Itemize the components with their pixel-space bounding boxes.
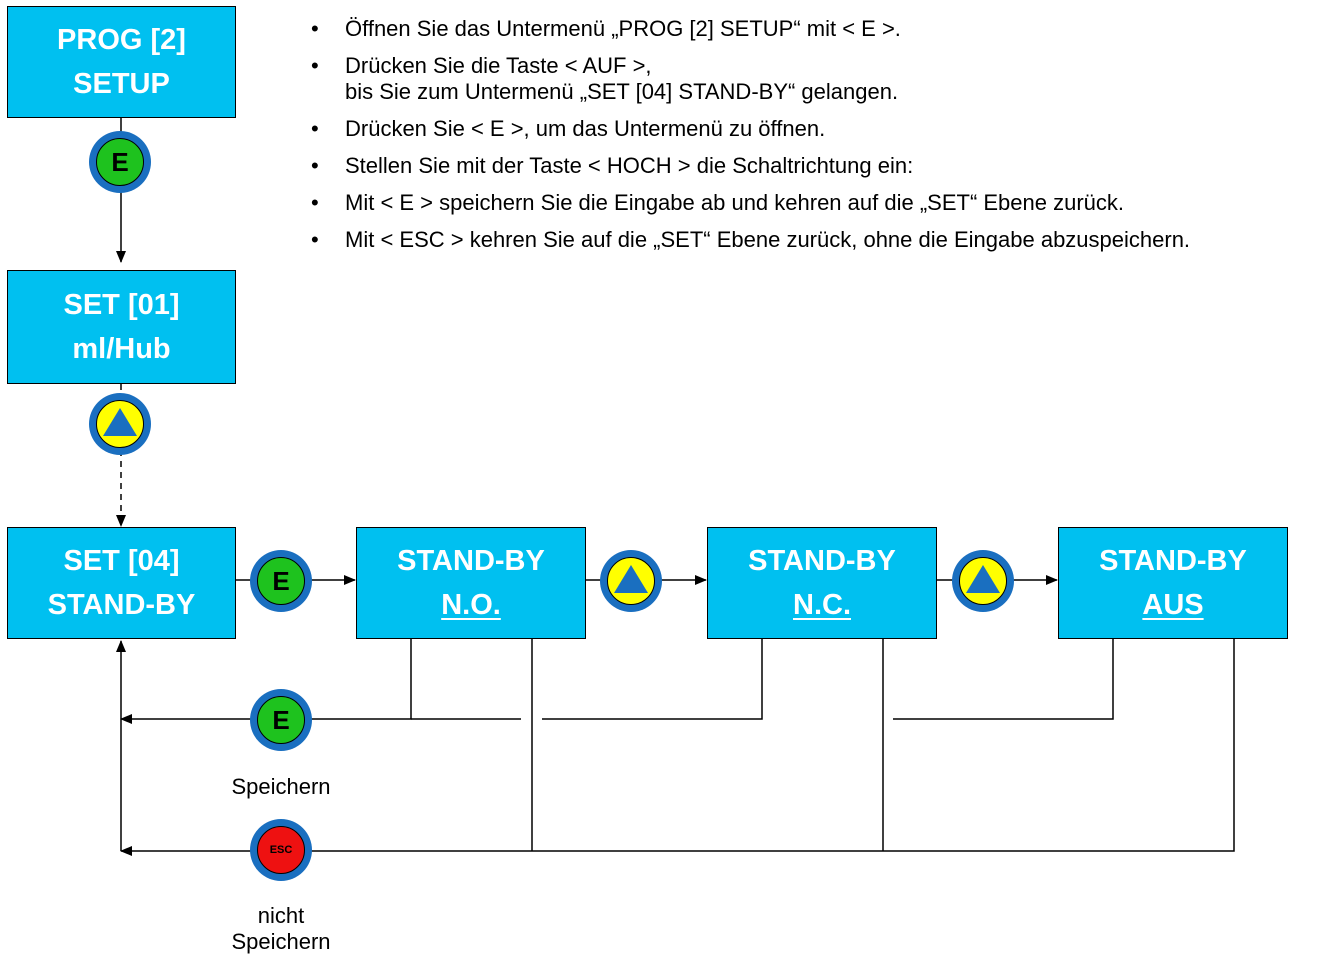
box-set04-line1: SET [04]: [63, 545, 180, 577]
instruction-item: Mit < ESC > kehren Sie auf die „SET“ Ebe…: [307, 227, 1317, 253]
box-prog-setup: PROG [2] SETUP: [7, 6, 236, 118]
e-button-face: E: [96, 138, 144, 186]
box-standby-no-line1: STAND-BY: [397, 545, 545, 577]
box-set04: SET [04] STAND-BY: [7, 527, 236, 639]
esc-button-label: ESC: [269, 844, 293, 856]
caption-no-save-line2: Speichern: [231, 929, 331, 954]
up-button-next-2: [952, 550, 1014, 612]
box-set01-line1: SET [01]: [63, 289, 180, 321]
box-standby-no: STAND-BY N.O.: [356, 527, 586, 639]
instruction-item: Öffnen Sie das Untermenü „PROG [2] SETUP…: [307, 16, 1317, 42]
box-standby-nc-line2: N.C.: [793, 589, 851, 621]
e-button-face: E: [257, 696, 305, 744]
box-prog-setup-line1: PROG [2]: [57, 24, 186, 56]
up-arrow-icon: [607, 557, 655, 605]
line-aus-e-return: [893, 638, 1114, 720]
instruction-item: Drücken Sie die Taste < AUF >, bis Sie z…: [307, 53, 1317, 105]
e-button-label: E: [111, 146, 129, 177]
up-triangle-icon: [966, 565, 1000, 593]
box-standby-nc: STAND-BY N.C.: [707, 527, 937, 639]
e-button-open: E: [250, 550, 312, 612]
up-triangle-icon: [103, 408, 137, 436]
esc-button-face: ESC: [257, 826, 305, 874]
e-button-label: E: [272, 565, 290, 596]
esc-button: ESC: [250, 819, 312, 881]
instruction-list: Öffnen Sie das Untermenü „PROG [2] SETUP…: [307, 16, 1317, 264]
instruction-item: Drücken Sie < E >, um das Untermenü zu ö…: [307, 116, 1317, 142]
box-prog-setup-line2: SETUP: [73, 68, 170, 100]
up-triangle-icon: [614, 565, 648, 593]
box-set04-line2: STAND-BY: [47, 589, 196, 621]
instruction-item: Stellen Sie mit der Taste < HOCH > die S…: [307, 153, 1317, 179]
box-set01-line2: ml/Hub: [72, 333, 171, 365]
e-button-label: E: [272, 704, 290, 735]
line-nc-e-return: [542, 638, 763, 720]
box-standby-no-line2: N.O.: [441, 589, 501, 621]
line-aus-esc-return: [120, 638, 1235, 856]
caption-no-save-line1: nicht: [257, 903, 305, 928]
up-arrow-icon: [959, 557, 1007, 605]
e-button-enter: E: [89, 131, 151, 193]
e-button-face: E: [257, 557, 305, 605]
up-button-scroll: [89, 393, 151, 455]
box-standby-nc-line1: STAND-BY: [748, 545, 896, 577]
caption-no-save: nicht Speichern: [201, 903, 361, 955]
e-button-save: E: [250, 689, 312, 751]
box-set01: SET [01] ml/Hub: [7, 270, 236, 384]
up-arrow-icon: [96, 400, 144, 448]
box-standby-aus-line2: AUS: [1142, 589, 1204, 621]
box-standby-aus-line1: STAND-BY: [1099, 545, 1247, 577]
box-standby-aus: STAND-BY AUS: [1058, 527, 1288, 639]
up-button-next-1: [600, 550, 662, 612]
instruction-item: Mit < E > speichern Sie die Eingabe ab u…: [307, 190, 1317, 216]
caption-save: Speichern: [231, 774, 331, 799]
